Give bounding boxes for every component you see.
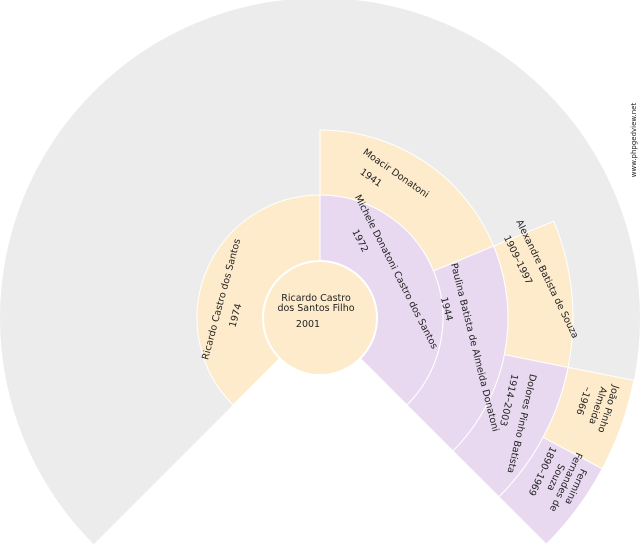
root-birth-year: 2001 [296,319,320,330]
root-name-line-1: Ricardo Castro [281,293,351,304]
segment-root-person[interactable] [262,260,378,376]
watermark-text: www.phpgedview.net [630,103,638,178]
root-name-line-2: dos Santos Filho [277,303,354,314]
segment-2x-great-grandmother[interactable] [498,436,603,545]
